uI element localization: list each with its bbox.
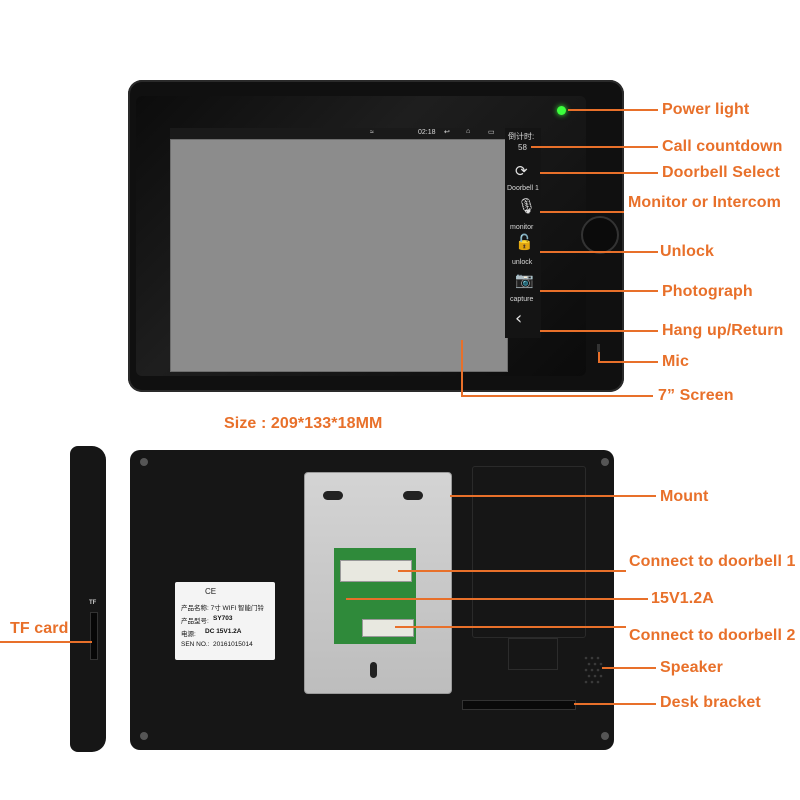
recent-nav-icon[interactable]: ▭ — [488, 129, 495, 136]
sticker-model-value: SY703 — [213, 615, 233, 622]
call-control-panel — [505, 128, 541, 338]
doorbell-2-connector — [362, 619, 414, 637]
desk-bracket — [462, 700, 576, 710]
doorbell-label: Doorbell 1 — [507, 185, 539, 192]
camera-icon[interactable]: 📷 — [515, 271, 534, 289]
lock-icon[interactable]: 🔓 — [515, 233, 534, 251]
sticker-model-label: 产品型号: — [181, 618, 209, 625]
tf-mark: TF — [89, 600, 97, 606]
label-connect-doorbell-1: Connect to doorbell 1 — [629, 553, 796, 570]
screw-bottom-right — [601, 732, 609, 740]
line-speaker — [602, 667, 656, 669]
sticker-power-value: DC 15V1.2A — [205, 628, 242, 635]
refresh-icon[interactable]: ⟳ — [515, 162, 528, 180]
label-power-light: Power light — [662, 101, 750, 118]
line-doorbell-1 — [398, 570, 626, 572]
status-bar: ≈ 02:18 ↩ ⌂ ▭ — [170, 128, 508, 139]
line-mic-h — [598, 361, 658, 363]
screw-bottom-left — [140, 732, 148, 740]
back-nav-icon[interactable]: ↩ — [444, 129, 450, 136]
monitor-label: monitor — [510, 224, 534, 231]
line-tf-card — [0, 641, 92, 643]
tf-card-slot[interactable] — [90, 612, 98, 660]
label-mic: Mic — [662, 353, 689, 370]
line-hang-up — [540, 330, 658, 332]
chevron-left-icon[interactable]: ‹ — [515, 308, 523, 329]
plate-slot-left — [323, 491, 343, 500]
line-mount — [450, 495, 656, 497]
line-monitor — [540, 211, 624, 213]
product-sticker: CE 产品名称: 7寸 WIFI 智能门铃 产品型号: SY703 电源: DC… — [175, 582, 275, 660]
label-tf-card: TF card — [10, 620, 69, 637]
home-button[interactable] — [581, 216, 619, 254]
label-power-spec: 15V1.2A — [651, 590, 714, 607]
speaker-grille — [582, 654, 606, 690]
label-screen: 7” Screen — [658, 387, 734, 404]
mic-hole — [597, 344, 600, 352]
line-desk-bracket — [574, 703, 656, 705]
line-mic-v — [598, 352, 600, 362]
plate-slot-bottom — [370, 662, 377, 678]
line-doorbell-select — [540, 172, 658, 174]
label-photograph: Photograph — [662, 283, 753, 300]
bracket-hinge — [508, 638, 558, 670]
label-mount: Mount — [660, 488, 709, 505]
sticker-serial-label: SEN NO.: — [181, 641, 210, 648]
screw-top-right — [601, 458, 609, 466]
sticker-serial-value: 20161015014 — [213, 641, 253, 648]
size-label: Size : 209*133*18MM — [224, 415, 383, 432]
plate-slot-right — [403, 491, 423, 500]
line-screen-h — [461, 395, 653, 397]
label-call-countdown: Call countdown — [662, 138, 783, 155]
wifi-icon: ≈ — [370, 129, 374, 136]
label-unlock: Unlock — [660, 243, 714, 260]
unlock-label: unlock — [512, 259, 533, 266]
line-unlock — [540, 251, 658, 253]
home-nav-icon[interactable]: ⌂ — [466, 128, 471, 135]
battery-cover — [472, 466, 586, 638]
label-hang-up: Hang up/Return — [662, 322, 784, 339]
label-desk-bracket: Desk bracket — [660, 694, 761, 711]
line-doorbell-2 — [395, 626, 626, 628]
video-screen — [170, 139, 508, 372]
label-speaker: Speaker — [660, 659, 723, 676]
line-photograph — [540, 290, 658, 292]
line-power-spec — [346, 598, 648, 600]
side-view — [70, 446, 106, 752]
line-screen-v — [461, 340, 463, 396]
status-time: 02:18 — [418, 129, 436, 136]
label-connect-doorbell-2: Connect to doorbell 2 — [629, 627, 796, 644]
line-call-countdown — [531, 146, 658, 148]
label-monitor-intercom: Monitor or Intercom — [628, 194, 782, 211]
sticker-line-1: 产品名称: 7寸 WIFI 智能门铃 — [181, 605, 265, 612]
label-doorbell-select: Doorbell Select — [662, 164, 780, 181]
capture-label: capture — [510, 296, 534, 303]
line-power-light — [568, 109, 658, 111]
countdown-label: 倒计时: — [508, 132, 535, 141]
ce-mark: CE — [205, 587, 217, 596]
microphone-icon[interactable]: 🎙 — [517, 197, 537, 215]
power-led — [557, 106, 566, 115]
screw-top-left — [140, 458, 148, 466]
sticker-power-label: 电源: — [181, 631, 196, 638]
countdown-value: 58 — [518, 143, 527, 152]
